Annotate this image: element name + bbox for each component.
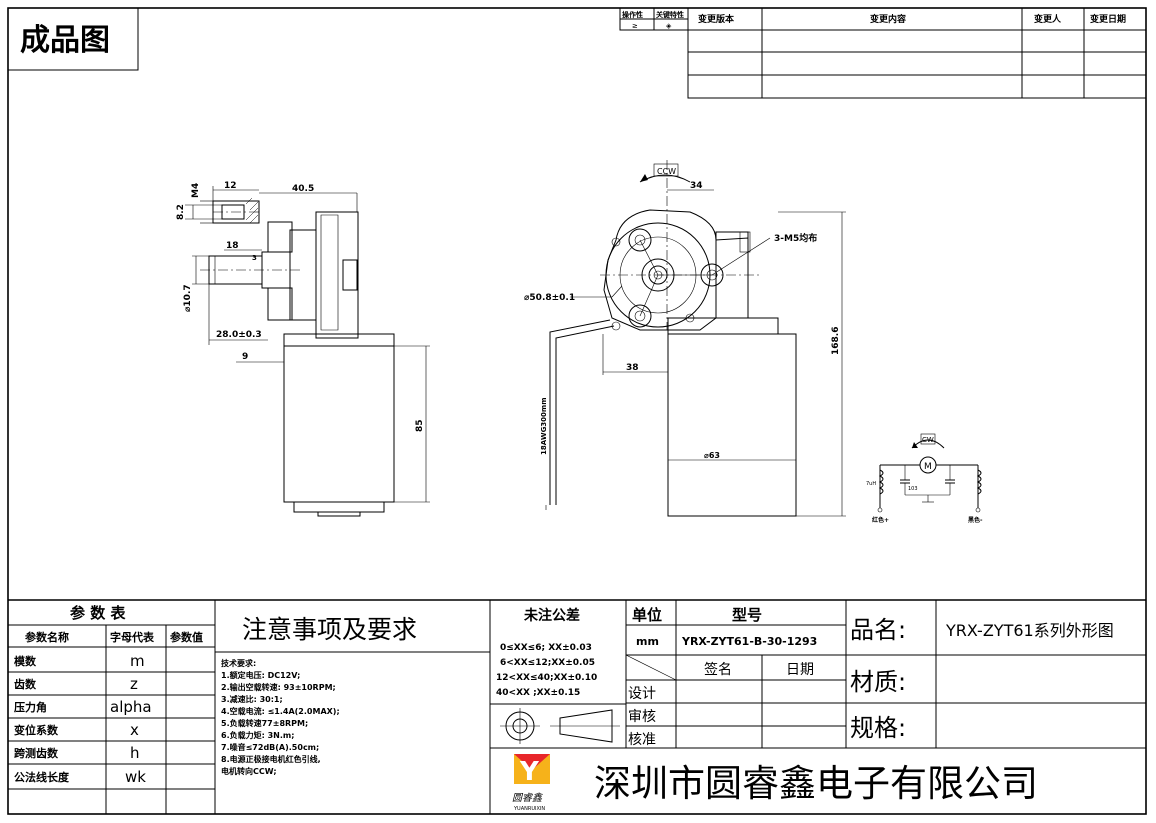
param-header-value: 参数值 — [170, 630, 203, 644]
cw-label: CW — [922, 436, 934, 444]
param-name: 压力角 — [14, 700, 47, 714]
dim-3: 3 — [252, 254, 257, 262]
dim-8-2: 8.2 — [176, 204, 186, 220]
dim-12: 12 — [224, 181, 237, 191]
dim-9: 9 — [242, 352, 248, 362]
tolerance-line: 0≤XX≤6; XX±0.03 — [500, 643, 592, 653]
approval-block: 单位 mm 型号 YRX-ZYT61-B-30-1293 签名 日期 设计 审核… — [625, 599, 847, 749]
schematic: CW M 103 7uH 红色+ 黑色- — [866, 433, 983, 524]
param-symbol: h — [130, 744, 140, 762]
name-label: 品名: — [850, 616, 906, 644]
param-symbol: wk — [125, 768, 146, 786]
dim-phi63: ⌀63 — [704, 451, 720, 460]
note-line: 6.负载力矩: 3N.m; — [221, 730, 294, 740]
ccw-label: CCW — [657, 167, 676, 176]
date-label: 日期 — [786, 662, 814, 678]
wire-label: 18AWG300mm — [540, 397, 548, 455]
dim-168-6: 168.6 — [831, 327, 841, 355]
rev-symbol-1: 操作性 — [622, 10, 643, 19]
param-symbol: m — [130, 652, 145, 670]
rev-col-version: 变更版本 — [698, 13, 735, 25]
unit-value: mm — [636, 635, 659, 648]
choke-label: 7uH — [866, 481, 876, 487]
param-name: 跨测齿数 — [14, 746, 59, 760]
rev-col-date: 变更日期 — [1090, 13, 1126, 25]
company-block: Y 圆睿鑫 YUANRUIXIN 深圳市圆睿鑫电子有限公司 — [489, 747, 1147, 815]
spec-label: 规格: — [850, 714, 906, 742]
dim-pcd: ⌀50.8±0.1 — [524, 293, 575, 303]
param-header-symbol: 字母代表 — [110, 630, 155, 644]
note-line: 2.输出空载转速: 93±10RPM; — [221, 682, 336, 692]
black-lead-label: 黑色- — [968, 516, 983, 524]
dim-phi10-7: ⌀10.7 — [183, 284, 193, 312]
logo-pinyin: YUANRUIXIN — [513, 806, 545, 812]
tolerance-line: 12<XX≤40;XX±0.10 — [496, 673, 597, 683]
param-symbol: z — [130, 675, 138, 693]
notes-title: 注意事项及要求 — [242, 615, 417, 644]
note-line: 1.额定电压: DC12V; — [221, 670, 300, 680]
dim-m4: M4 — [191, 183, 201, 198]
dim-34: 34 — [690, 181, 703, 191]
note-line: 电机转向CCW; — [221, 766, 277, 776]
note-line: 5.负载转速77±8RPM; — [221, 718, 308, 728]
notes-subtitle: 技术要求: — [221, 658, 256, 668]
note-line: 4.空载电流: ≤1.4A(2.0MAX); — [221, 706, 340, 716]
model-value: YRX-ZYT61-B-30-1293 — [681, 635, 817, 648]
dim-85: 85 — [415, 419, 425, 432]
name-value: YRX-ZYT61系列外形图 — [945, 621, 1114, 640]
note-line: 7.噪音≤72dB(A).50cm; — [221, 742, 319, 752]
dim-18: 18 — [226, 241, 239, 251]
unit-label: 单位 — [632, 606, 662, 624]
model-label: 型号 — [732, 606, 762, 624]
tolerance-block: 未注公差 0≤XX≤6; XX±0.03 6<XX≤12;XX±0.05 12<… — [489, 599, 627, 749]
dim-38: 38 — [626, 363, 639, 373]
cap-label: 103 — [908, 486, 918, 492]
rev-mark-1: ≥ — [632, 22, 638, 30]
material-label: 材质: — [850, 668, 906, 696]
param-symbol: x — [130, 721, 139, 739]
note-line: 8.电源正极接电机红色引线, — [221, 754, 321, 764]
front-view: CCW 34 ⌀63 3-M5均布 — [524, 160, 846, 517]
company-name: 深圳市圆睿鑫电子有限公司 — [594, 762, 1038, 805]
notes-block: 注意事项及要求 技术要求: 1.额定电压: DC12V; 2.输出空载转速: 9… — [214, 599, 491, 815]
tolerance-line: 6<XX≤12;XX±0.05 — [500, 658, 595, 668]
param-symbol: alpha — [110, 698, 152, 716]
rev-mark-2: ◈ — [666, 22, 672, 30]
param-header-name: 参数名称 — [25, 630, 69, 644]
product-block: 品名: YRX-ZYT61系列外形图 材质: 规格: — [845, 599, 1147, 749]
rev-col-person: 变更人 — [1034, 13, 1062, 25]
holes-label: 3-M5均布 — [774, 232, 817, 244]
param-table-title: 参 数 表 — [70, 604, 126, 622]
param-name: 变位系数 — [14, 723, 59, 737]
side-view: 8.2 M4 12 40.5 18 3 ⌀10.7 28.0±0.3 9 — [176, 181, 430, 517]
rev-symbol-2: 关键特性 — [656, 10, 684, 19]
dim-28: 28.0±0.3 — [216, 330, 262, 340]
motor-symbol: M — [924, 462, 932, 472]
rev-col-content: 变更内容 — [870, 13, 906, 25]
red-lead-label: 红色+ — [872, 516, 889, 524]
parameter-table: 参 数 表 参数名称 字母代表 参数值 模数 m 齿数 z 压力角 alpha … — [7, 599, 216, 815]
param-name: 公法线长度 — [14, 770, 70, 784]
revision-block: 操作性 关键特性 ≥ ◈ 变更版本 变更内容 变更人 变更日期 — [619, 7, 1147, 99]
tolerance-line: 40<XX ;XX±0.15 — [496, 688, 580, 698]
projection-symbol — [559, 709, 613, 743]
note-line: 3.减速比: 30:1; — [221, 694, 283, 704]
approve-label: 核准 — [628, 732, 656, 748]
review-label: 审核 — [628, 709, 656, 725]
logo-mark: Y — [519, 757, 540, 787]
design-label: 设计 — [628, 686, 656, 702]
param-name: 齿数 — [14, 677, 37, 691]
param-name: 模数 — [14, 654, 37, 668]
sign-label: 签名 — [704, 661, 732, 678]
drawing-title: 成品图 — [20, 23, 110, 58]
dim-40-5: 40.5 — [292, 184, 314, 194]
tolerance-title: 未注公差 — [524, 607, 580, 624]
logo-text: 圆睿鑫 — [512, 792, 544, 804]
title-box — [7, 7, 139, 71]
